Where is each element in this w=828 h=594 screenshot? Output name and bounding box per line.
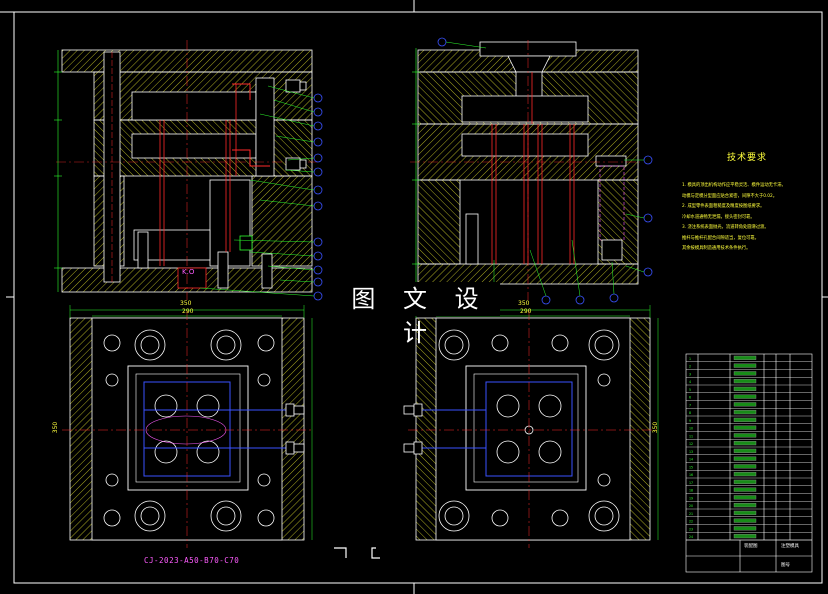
bom-row-entry [733,371,757,376]
bom-row-entry [733,355,757,360]
bom-row-number: 19 [689,496,693,500]
bom-row-entry [733,464,757,469]
dimension-label: 290 [520,308,532,315]
bom-row-number: 2 [689,365,691,369]
bom-row-number: 1 [689,357,691,361]
bom-row-number: 3 [689,372,691,376]
requirement-line: 1. 模具的顶出机构动作应平稳灵活、模件运动无卡滞。 [682,183,786,188]
bom-row-number: 9 [689,419,691,423]
bom-row-entry [733,456,757,461]
requirement-line: 冷却水道通畅无泄漏，接头密封可靠。 [682,214,755,220]
requirement-line: 动模与定模分型面应贴合紧密，间隙不大于0.02。 [682,193,778,199]
section-marks [334,547,380,559]
technical-requirements-title: 技术要求 [726,153,767,163]
bom-row-number: 22 [689,520,693,524]
ejector-label: K.O [182,268,195,276]
bom-row-entry [733,534,757,539]
bom-row-number: 11 [689,434,693,438]
bom-row-number: 23 [689,527,693,531]
bom-row-entry [733,495,757,500]
bom-row-number: 4 [689,380,691,384]
bom-row-number: 14 [689,458,693,462]
left-plan-view [62,305,313,548]
bom-row-entry [733,410,757,415]
bom-row-number: 6 [689,396,691,400]
title-block-label: 装配图 [744,544,758,549]
bom-row-number: 8 [689,411,691,415]
bom-row-number: 12 [689,442,693,446]
bom-row-entry [733,417,757,422]
dimension-label: 350 [180,300,192,307]
bom-row-entry [733,510,757,515]
technical-requirements: 技术要求 1. 模具的顶出机构动作应平稳灵活、模件运动无卡滞。 动模与定模分型面… [682,150,812,255]
left-section-view [54,40,323,301]
bom-row-entry [733,518,757,523]
bom-row-number: 20 [689,504,693,508]
bom-row-number: 17 [689,481,693,485]
bom-row-number: 24 [689,535,693,539]
bom-row-entry [733,379,757,384]
bom-row-entry [733,425,757,430]
bom-row-entry [733,386,757,391]
watermark-text: 图 文 设 计 [340,282,500,347]
bom-row-entry [733,441,757,446]
bom-row-number: 21 [689,512,693,516]
bom-row-entry [733,503,757,508]
bom-row-number: 16 [689,473,693,477]
dimension-label: 290 [182,308,194,315]
requirement-line: 2. 成型零件表面粗糙度及精度按图纸要求。 [682,204,765,209]
right-section-view [410,37,653,305]
bom-row-entry [733,394,757,399]
title-block-label: 注塑模具 [781,544,799,549]
bom-row-number: 10 [689,427,693,431]
part-number: CJ-2023-A50-B70-C70 [144,556,240,565]
dimension-label: 350 [652,421,660,434]
bom-row-entry [733,479,757,484]
bom-row-entry [733,526,757,531]
title-block [685,353,813,573]
dimension-label: 350 [52,421,60,434]
requirement-line: 其余按模具制造通用技术条件执行。 [682,246,751,251]
bom-row-entry [733,433,757,438]
bom-row-number: 13 [689,450,693,454]
requirement-line: 推杆与推杆孔配合间隙适当，复位可靠。 [682,235,759,241]
bom-row-number: 15 [689,465,693,469]
bom-row-number: 18 [689,489,693,493]
bom-row-number: 5 [689,388,691,392]
title-block-label: 图号 [781,563,790,568]
requirement-line: 3. 浇注系统表面抛光，流道转角处圆滑过渡。 [682,225,769,230]
dimension-label: 350 [518,300,530,307]
bom-row-entry [733,448,757,453]
bom-row-entry [733,472,757,477]
bom-row-entry [733,487,757,492]
bom-row-entry [733,402,757,407]
bom-row-number: 7 [689,403,691,407]
bom-row-entry [733,363,757,368]
right-plan-view [403,305,659,548]
